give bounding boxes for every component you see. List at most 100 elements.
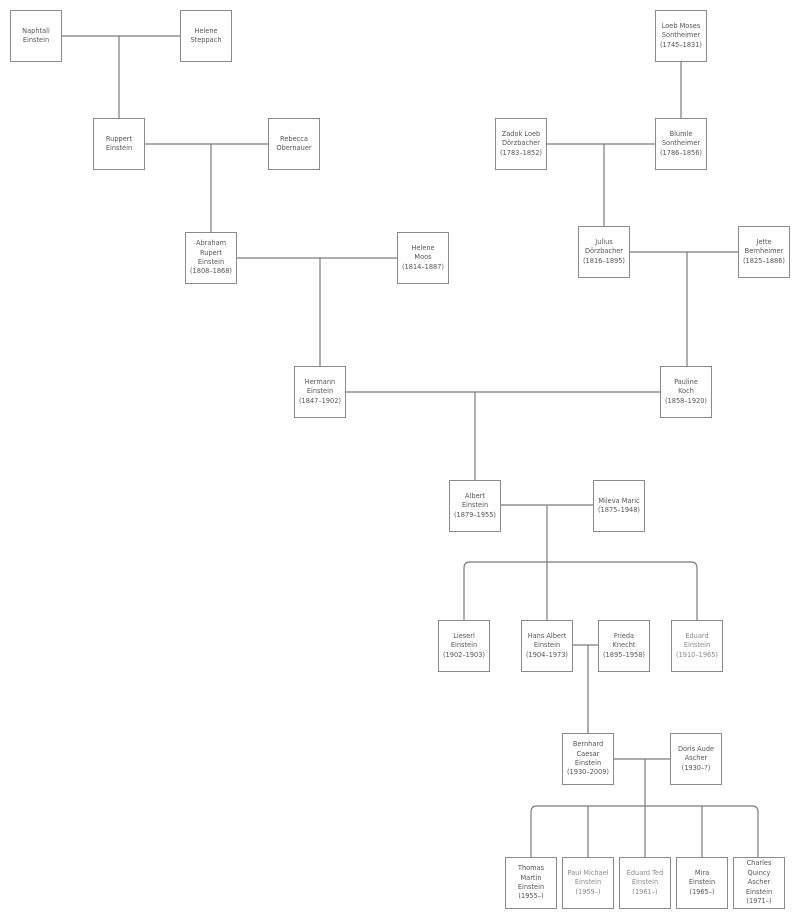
person-label-line: Einstein (688, 878, 716, 887)
person-box-mileva[interactable]: Mileva Marić(1875–1948) (593, 480, 645, 532)
person-label-line: Martin (520, 873, 542, 882)
person-label-line: Doris Aude (677, 744, 715, 753)
person-label-line: (1825–1886) (742, 256, 785, 265)
connector-albert-children (463, 561, 698, 620)
connector-hans-frieda (573, 644, 598, 733)
person-label-line: (1930–2009) (566, 768, 609, 777)
person-label-line: Einstein (574, 878, 602, 887)
person-label-line: Dörzbacher (501, 139, 541, 148)
person-label-line: Blumle (669, 129, 693, 138)
person-label-line: Sontheimer (661, 31, 701, 40)
connector-zadok-blumle (547, 143, 655, 226)
person-label-line: (1875–1948) (597, 506, 640, 514)
person-label-line: Steppach (190, 36, 222, 44)
person-label-line: Sontheimer (661, 139, 701, 148)
person-label-line: Abraham (195, 239, 227, 248)
person-label-line: Rupert (199, 248, 222, 257)
person-label-line: Julius (595, 237, 613, 246)
person-label-line: Koch (678, 387, 694, 396)
person-label-line: Mira (694, 868, 710, 877)
person-label-line: (1955–) (518, 892, 544, 901)
person-label-line: (1745–1831) (659, 40, 702, 49)
connector-abraham-helene-moos (237, 257, 397, 366)
person-label-line: Einstein (517, 883, 545, 891)
person-label-line: Einstein (745, 887, 773, 896)
person-label-line: Helene (194, 26, 218, 35)
person-label-line: Einstein (22, 36, 50, 44)
connector-ruppert-rebecca (145, 143, 268, 232)
person-label-line: Hans Albert (527, 631, 567, 640)
person-label-line: Helene (411, 243, 435, 252)
person-label-line: Einstein (306, 387, 334, 396)
person-label-line: Knecht (612, 641, 636, 650)
person-label-line: Paul Michael (567, 868, 609, 877)
person-label-line: Hermann (304, 377, 336, 386)
person-label-line: Charles (746, 859, 772, 868)
person-label-line: Einstein (450, 641, 478, 650)
person-label-line: (1930–?) (681, 763, 711, 772)
person-label-line: Dörzbacher (584, 247, 624, 256)
person-label-line: (1971–) (746, 897, 772, 906)
person-label-line: Obernauer (276, 144, 312, 152)
connector-hermann-pauline (346, 391, 660, 480)
person-label-line: Ruppert (105, 134, 133, 143)
person-label-line: Bernheimer (744, 247, 784, 256)
person-label-line: Quincy (747, 868, 771, 877)
person-label: Mileva Marić(1875–1948) (596, 497, 642, 516)
person-label-line: Ascher (747, 878, 771, 887)
person-label-line: (1786–1856) (659, 148, 702, 157)
person-label-line: Rebecca (280, 134, 308, 143)
person-label-line: Loeb Moses (661, 21, 701, 30)
connector-julius-jette (630, 251, 738, 366)
person-label-line: (1814–1887) (401, 262, 444, 271)
person-label-line: Einstein (461, 501, 489, 510)
person-label-line: (1783–1852) (499, 148, 542, 157)
person-label-line: Frieda (613, 631, 635, 640)
person-label-line: (1816–1895) (582, 256, 625, 265)
person-label-line: Zadok Loeb (501, 129, 541, 138)
person-label-line: Eduard (685, 631, 709, 640)
person-label-line: Eduard Ted (626, 868, 664, 877)
